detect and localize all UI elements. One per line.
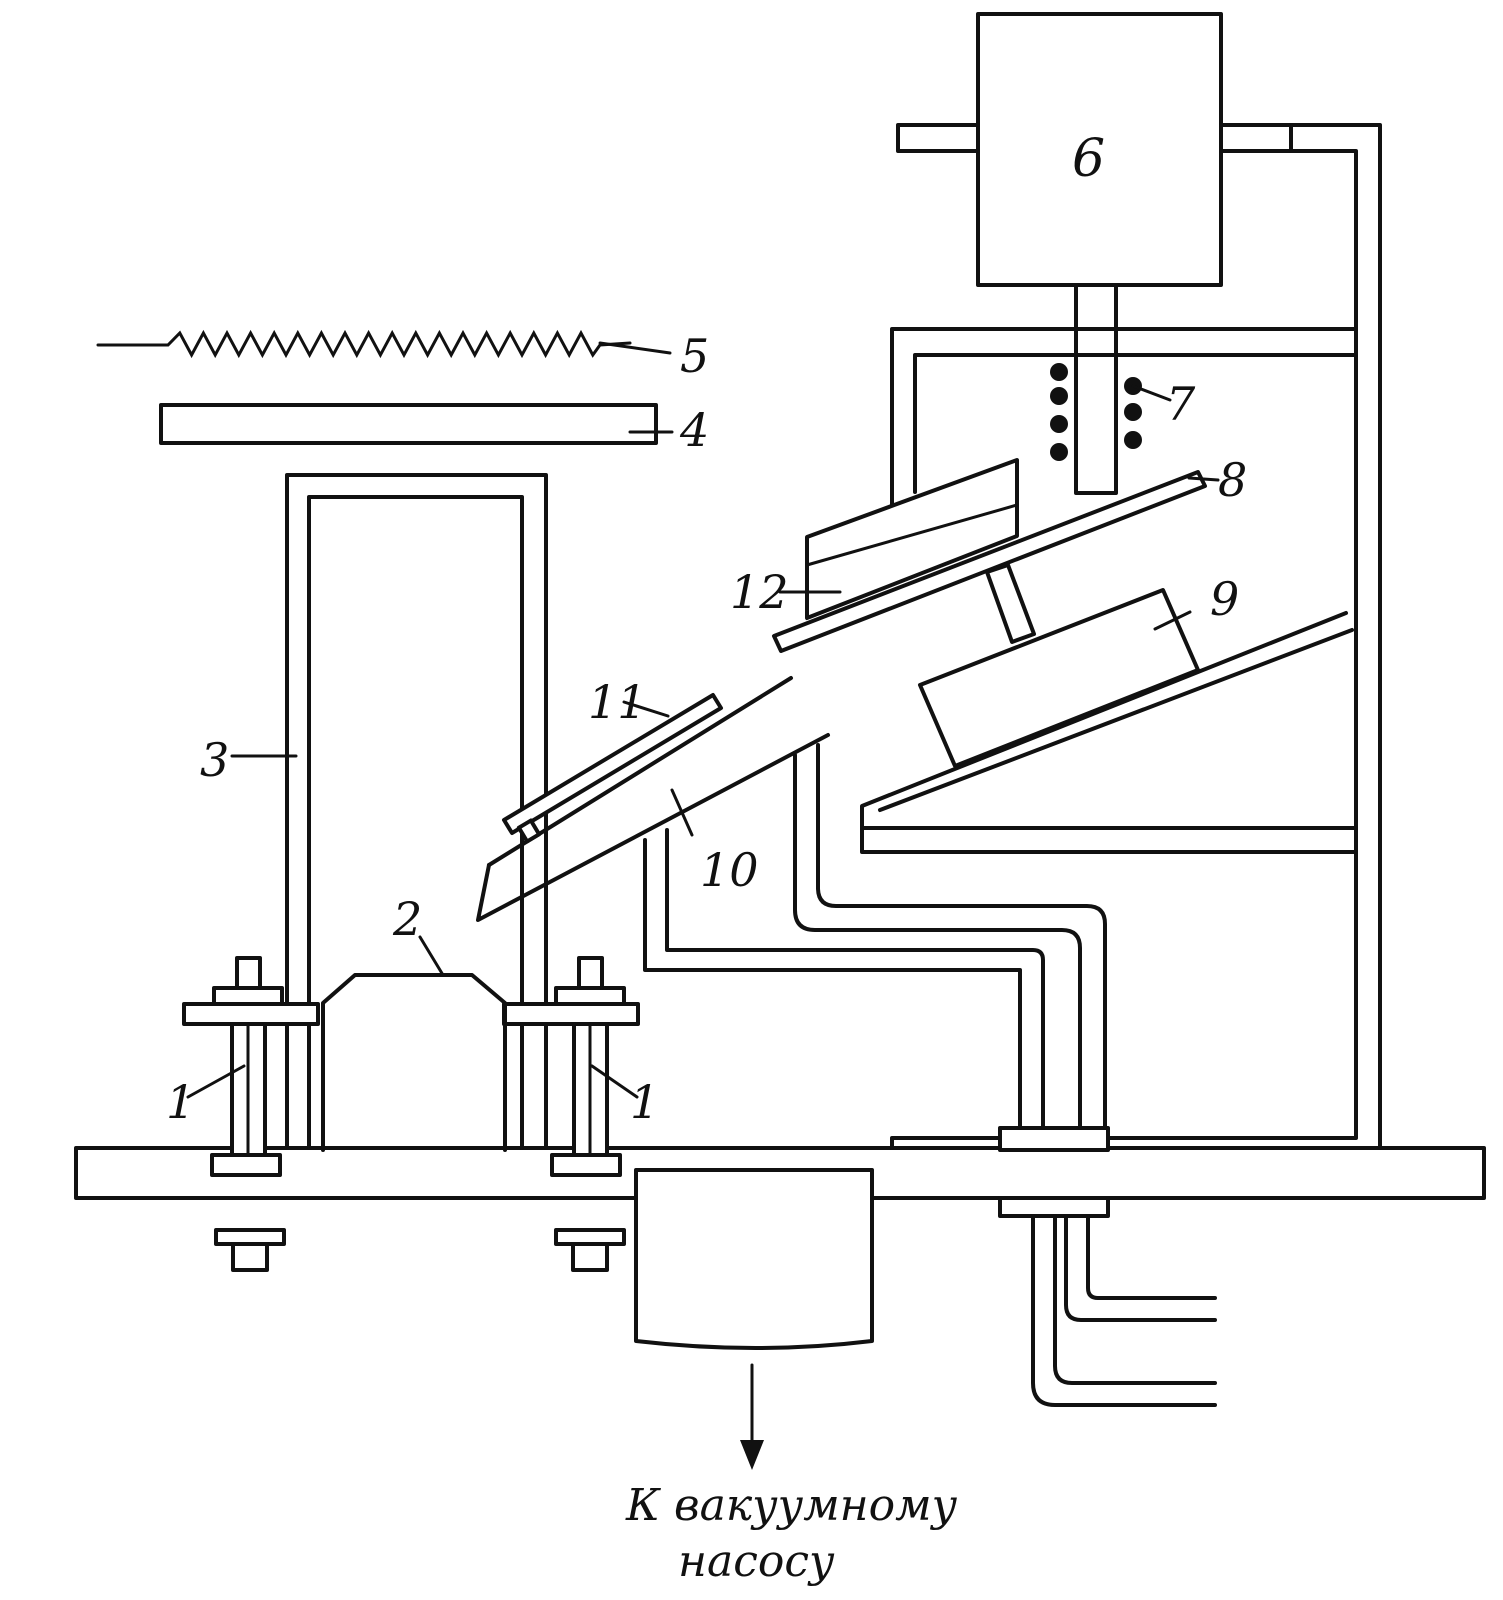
label-5: 5 (680, 329, 709, 383)
label-3: 3 (200, 733, 229, 787)
drive-unit-6 (896, 12, 1293, 495)
label-1-left: 1 (166, 1075, 195, 1129)
bolt-left (182, 956, 320, 1272)
block-12 (805, 458, 1019, 620)
plate-4 (159, 403, 658, 445)
caption-line-1: К вакуумному (625, 1480, 958, 1531)
chute-10 (476, 676, 830, 922)
coil-7 (1050, 363, 1142, 461)
right-frame (860, 123, 1382, 1150)
label-6: 6 (1072, 129, 1105, 189)
vacuum-outlet (634, 1168, 874, 1470)
label-12: 12 (730, 565, 789, 619)
label-4: 4 (679, 403, 709, 457)
heater-spiral-5 (96, 329, 632, 359)
tray (860, 611, 1354, 830)
label-1-right: 1 (630, 1075, 659, 1129)
label-9: 9 (1210, 572, 1239, 626)
label-8: 8 (1218, 453, 1247, 507)
mount-flange (998, 1126, 1110, 1218)
caption-line-2: насосу (678, 1536, 835, 1587)
labels: 1 1 2 3 4 5 6 7 8 9 10 11 12 (166, 129, 1247, 1129)
pipe-lines (643, 743, 1217, 1407)
crucible-2 (321, 973, 507, 1152)
label-2: 2 (392, 892, 422, 946)
label-11: 11 (588, 675, 647, 729)
stand-3 (285, 473, 548, 1150)
label-10: 10 (700, 843, 759, 897)
bolt-right (502, 956, 640, 1272)
plate-8 (772, 470, 1207, 653)
leader-lines (186, 341, 1220, 1099)
plate-11 (502, 693, 723, 844)
support-rod (985, 563, 1036, 644)
caption: К вакуумному насосу (625, 1480, 958, 1587)
label-7: 7 (1166, 377, 1196, 431)
